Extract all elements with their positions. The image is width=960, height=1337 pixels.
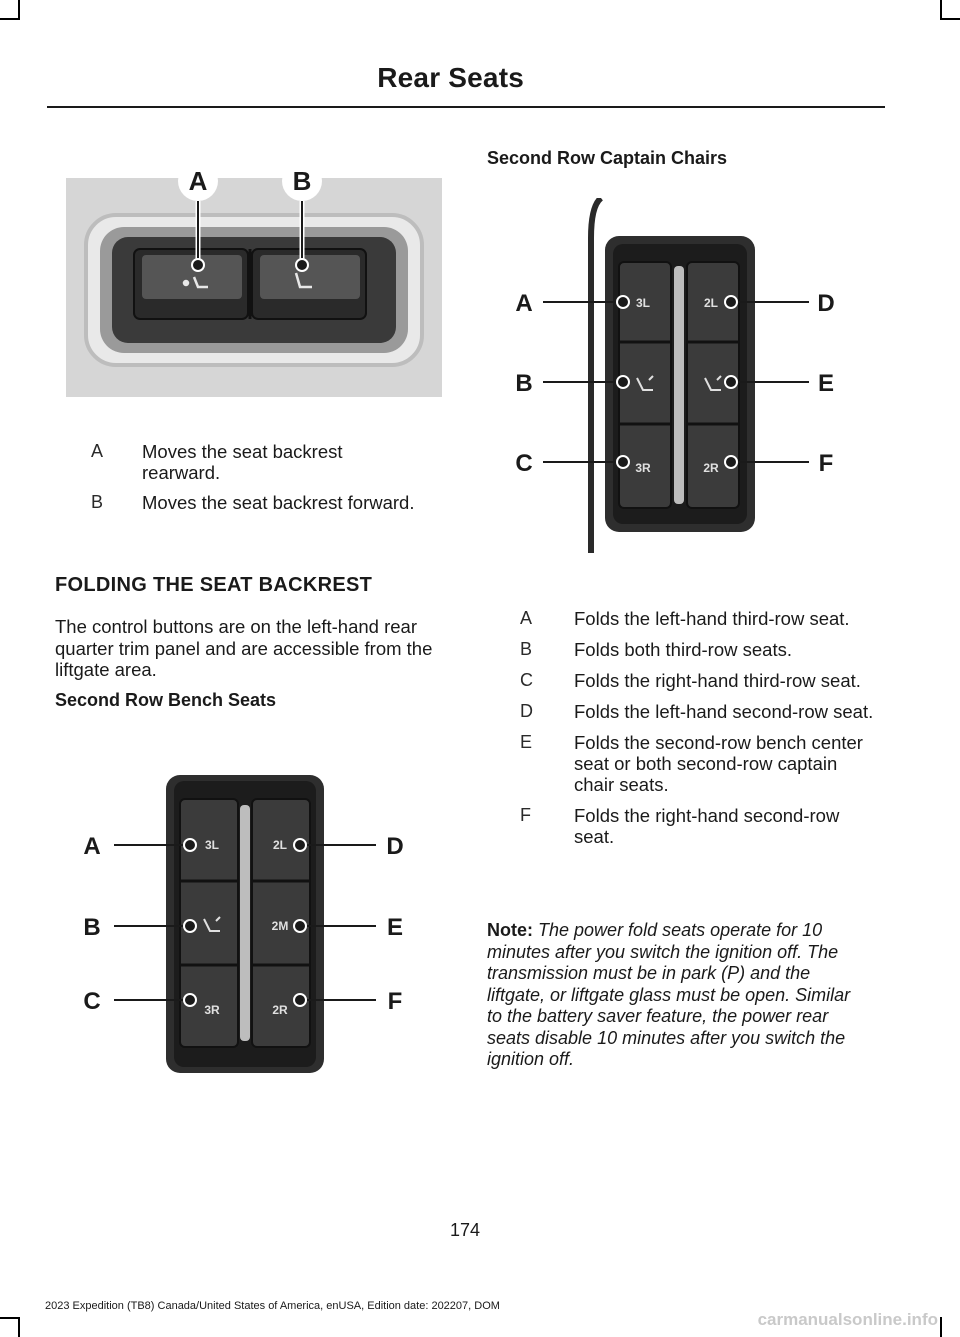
callout-label: D	[386, 833, 403, 860]
legend-key: D	[520, 701, 533, 721]
legend-desc: Folds the right-hand second-row seat.	[574, 805, 840, 847]
captain-chairs-figure: 3L 3R 2L 2R A B C D E F	[513, 198, 843, 553]
seat-fold-icon	[203, 916, 221, 932]
callout-label: E	[387, 914, 403, 941]
crop-mark	[940, 0, 942, 20]
sub-heading-bench: Second Row Bench Seats	[55, 690, 277, 710]
page-number: 174	[449, 1220, 481, 1240]
callout-label: B	[83, 914, 100, 941]
note-text: The power fold seats operate for 10 minu…	[487, 920, 851, 1069]
callout-label: E	[818, 370, 834, 397]
legend-desc: Folds the second-row bench center seat o…	[574, 732, 863, 795]
button-label: 2R	[703, 461, 719, 475]
callout-label: B	[515, 370, 532, 397]
body-paragraph: The control buttons are on the left-hand…	[55, 616, 433, 680]
legend-key: F	[520, 805, 531, 825]
callout-label: F	[388, 988, 403, 1015]
sub-heading-captain: Second Row Captain Chairs	[487, 148, 728, 168]
footer-edition: 2023 Expedition (TB8) Canada/United Stat…	[45, 1300, 500, 1312]
seat-forward-icon	[294, 272, 312, 289]
section-heading: FOLDING THE SEAT BACKREST	[55, 574, 373, 596]
legend-row: D Folds the left-hand second-row seat.	[487, 701, 877, 722]
callout-label: A	[189, 166, 208, 196]
button-label: 2R	[272, 1003, 288, 1017]
bench-seats-figure: 3L 3R 2L 2M 2R A B C D E F	[80, 775, 410, 1075]
crop-mark	[18, 1317, 20, 1337]
crop-mark	[0, 18, 20, 20]
watermark[interactable]: carmanualsonline.info	[757, 1310, 938, 1329]
legend-row: A Moves the seat backrest rearward.	[55, 441, 415, 483]
callout-label: A	[83, 833, 100, 860]
legend-desc: Folds the left-hand second-row seat.	[574, 701, 874, 722]
legend-desc: Folds the left-hand third-row seat.	[574, 608, 850, 629]
legend-desc: Folds the right-hand third-row seat.	[574, 670, 861, 691]
title-rule	[47, 106, 885, 108]
callout-label: C	[515, 450, 532, 477]
backrest-controls-figure: A B	[66, 165, 442, 397]
legend-row: F Folds the right-hand second-row seat.	[487, 805, 877, 847]
button-label: 3R	[204, 1003, 220, 1017]
callout-label: C	[83, 988, 100, 1015]
button-label: 3L	[205, 838, 219, 852]
callout-label: A	[515, 290, 532, 317]
seat-recline-icon	[182, 276, 208, 289]
button-label: 2M	[272, 919, 289, 933]
legend-row: B Folds both third-row seats.	[487, 639, 877, 660]
legend-key: E	[520, 732, 533, 752]
crop-mark	[18, 0, 20, 20]
legend-key: B	[91, 492, 104, 512]
seat-fold-icon	[704, 375, 722, 391]
legend-row: B Moves the seat backrest forward.	[55, 492, 415, 513]
legend-key: B	[520, 639, 533, 659]
button-label: 2L	[273, 838, 287, 852]
legend-desc: Moves the seat backrest rearward.	[142, 441, 343, 483]
backrest-legend: A Moves the seat backrest rearward. B Mo…	[55, 441, 415, 523]
callout-label: D	[817, 290, 834, 317]
legend-row: A Folds the left-hand third-row seat.	[487, 608, 877, 629]
legend-row: E Folds the second-row bench center seat…	[487, 732, 877, 795]
note-paragraph: Note: The power fold seats operate for 1…	[487, 920, 867, 1071]
legend-key: A	[520, 608, 533, 628]
crop-mark	[0, 1317, 20, 1319]
legend-desc: Moves the seat backrest forward.	[142, 492, 415, 513]
legend-desc: Folds both third-row seats.	[574, 639, 792, 660]
legend-key: C	[520, 670, 533, 690]
legend-row: C Folds the right-hand third-row seat.	[487, 670, 877, 691]
crop-mark	[940, 18, 960, 20]
button-label: 2L	[704, 296, 718, 310]
button-label: 3R	[635, 461, 651, 475]
callout-label: B	[293, 166, 312, 196]
button-label: 3L	[636, 296, 650, 310]
fold-legend: A Folds the left-hand third-row seat. B …	[487, 608, 877, 857]
seat-fold-icon	[636, 375, 654, 391]
legend-key: A	[91, 441, 104, 461]
note-label: Note:	[487, 920, 533, 940]
callout-label: F	[819, 450, 834, 477]
crop-mark	[940, 1317, 942, 1337]
